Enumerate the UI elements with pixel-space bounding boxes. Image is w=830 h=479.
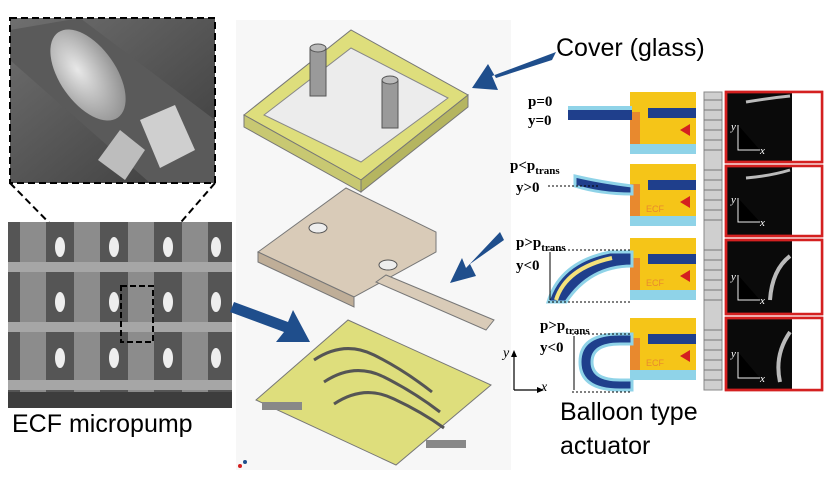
- chip-crosssection: [630, 238, 696, 300]
- state4-pressure-label: p>ptrans: [540, 318, 590, 337]
- exploded-assembly: [236, 20, 511, 470]
- photo-axis-y: y: [731, 348, 736, 360]
- photo-axis-y: y: [731, 194, 736, 206]
- ecf-tag: ECF: [646, 204, 664, 214]
- sem-array-image: [8, 222, 232, 408]
- state2-deflection-label: y>0: [516, 180, 540, 196]
- state1-deflection-label: y=0: [528, 113, 552, 129]
- ecf-micropump-label: ECF micropump: [12, 410, 193, 438]
- axis-x-label: x: [541, 380, 548, 395]
- balloon-state4: [578, 332, 634, 392]
- sem-closeup-image: [9, 17, 216, 184]
- cover-glass-label: Cover (glass): [556, 34, 705, 62]
- balloon-state2: [573, 174, 634, 196]
- balloon-actuator-label-line1: Balloon type: [560, 398, 698, 426]
- channel-arrow: [450, 232, 504, 283]
- state3-pressure-label: p>ptrans: [516, 235, 566, 254]
- ecf-tag: ECF: [646, 278, 664, 288]
- photo-axis-y: y: [731, 121, 736, 133]
- chip-crosssection: [630, 164, 696, 226]
- photo-axis-x: x: [760, 295, 765, 307]
- experiment-photos: [703, 90, 824, 392]
- ecf-chamber-layer: [257, 187, 495, 331]
- glass-cover-layer: [243, 29, 469, 194]
- electrode-substrate-layer: [255, 319, 492, 466]
- state3-deflection-label: y<0: [516, 258, 540, 274]
- cover-arrow: [472, 52, 556, 90]
- chip-crosssection: [630, 92, 696, 154]
- zoom-region-box: [120, 285, 154, 343]
- photo-axis-x: x: [760, 373, 765, 385]
- photo-axis-x: x: [760, 217, 765, 229]
- micropump-arrow: [230, 302, 310, 342]
- state1-pressure-label: p=0: [528, 94, 553, 110]
- photo-axis-y: y: [731, 271, 736, 283]
- sem-panel: [8, 17, 232, 408]
- balloon-state1: [568, 106, 632, 120]
- state2-pressure-label: p<ptrans: [510, 158, 560, 177]
- ecf-tag: ECF: [646, 358, 664, 368]
- balloon-state3: [545, 250, 634, 304]
- chip-crosssection: [630, 318, 696, 380]
- axis-y-label: y: [503, 346, 510, 361]
- photo-axis-x: x: [760, 145, 765, 157]
- state4-deflection-label: y<0: [540, 340, 564, 356]
- balloon-actuator-label-line2: actuator: [560, 432, 651, 460]
- coordinate-axis-icon: [513, 354, 540, 391]
